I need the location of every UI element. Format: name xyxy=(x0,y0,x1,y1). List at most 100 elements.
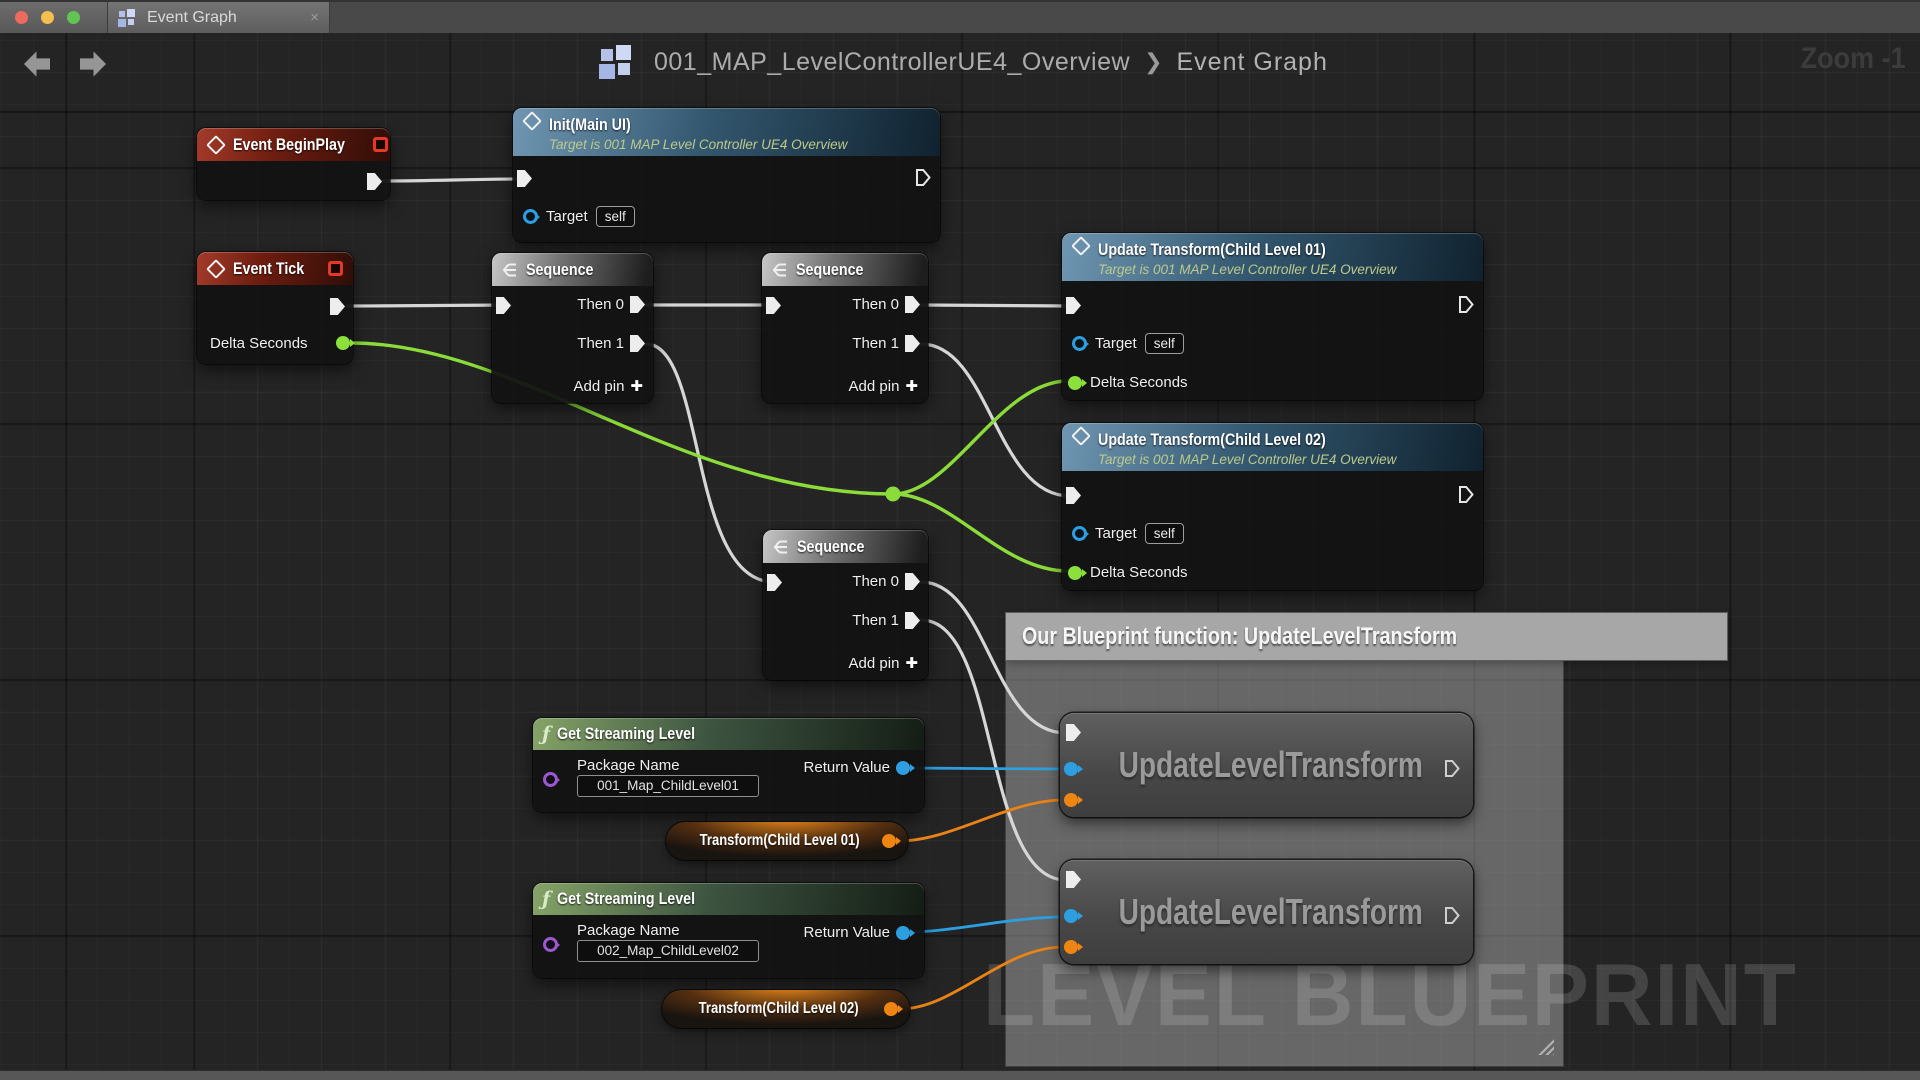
pin-label-return-value: Return Value xyxy=(803,759,890,776)
package-name-field[interactable]: 002_Map_ChildLevel02 xyxy=(577,940,759,962)
node-event-tick[interactable]: Event Tick Delta Seconds xyxy=(197,252,355,364)
transform-in-pin[interactable] xyxy=(1064,940,1083,954)
package-name-field[interactable]: 001_Map_ChildLevel01 xyxy=(577,775,759,797)
exec-in-pin[interactable] xyxy=(517,170,532,187)
node-sequence-1[interactable]: Sequence Then 0 Then 1 Add pin✚ xyxy=(492,253,653,403)
tab-event-graph[interactable]: Event Graph × xyxy=(107,2,330,33)
return-value-out-pin[interactable] xyxy=(896,925,915,940)
close-window-button[interactable] xyxy=(15,11,28,24)
target-default-value[interactable]: self xyxy=(595,206,635,227)
traffic-lights xyxy=(0,2,122,33)
tab-close-icon[interactable]: × xyxy=(310,9,319,26)
wire-exec-seq2-ut01[interactable] xyxy=(919,303,1072,308)
add-pin-button[interactable]: Add pin✚ xyxy=(848,654,918,673)
exec-out-pin[interactable] xyxy=(1444,906,1461,925)
target-default-value[interactable]: self xyxy=(1144,523,1184,544)
package-name-in-pin[interactable] xyxy=(543,937,560,952)
transform-in-pin[interactable] xyxy=(1064,793,1083,807)
streaming-level-in-pin[interactable] xyxy=(1064,909,1083,923)
node-update-level-transform-1[interactable]: UpdateLevelTransform xyxy=(1060,713,1473,817)
pin-label-then1: Then 1 xyxy=(852,612,899,629)
breadcrumb-blueprint-name[interactable]: 001_MAP_LevelControllerUE4_Overview xyxy=(654,47,1131,76)
pin-label-delta-seconds: Delta Seconds xyxy=(210,335,308,352)
node-title: Init(Main UI) xyxy=(549,115,631,134)
exec-out-pin[interactable] xyxy=(330,298,345,315)
then0-out-pin[interactable] xyxy=(905,296,920,313)
target-in-pin[interactable] xyxy=(1072,336,1089,351)
event-badge-icon xyxy=(328,261,343,276)
delta-seconds-in-pin[interactable] xyxy=(1068,375,1087,390)
node-update-transform-01[interactable]: Update Transform(Child Level 01) Target … xyxy=(1062,233,1483,400)
then0-out-pin[interactable] xyxy=(630,296,645,313)
then1-out-pin[interactable] xyxy=(905,335,920,352)
transform-out-pin[interactable] xyxy=(882,834,901,848)
exec-in-pin[interactable] xyxy=(766,297,781,314)
function-icon: ƒ xyxy=(542,722,551,745)
exec-in-pin[interactable] xyxy=(496,297,511,314)
comment-title: Our Blueprint function: UpdateLevelTrans… xyxy=(1022,622,1458,650)
node-subtitle: Target is 001 MAP Level Controller UE4 O… xyxy=(549,137,848,153)
chevron-right-icon: ❯ xyxy=(1144,49,1163,74)
target-default-value[interactable]: self xyxy=(1144,333,1184,354)
add-pin-label: Add pin xyxy=(848,654,900,672)
then1-out-pin[interactable] xyxy=(630,335,645,352)
exec-out-pin[interactable] xyxy=(1444,759,1461,778)
node-get-streaming-level-02[interactable]: ƒ Get Streaming Level Package Name 002_M… xyxy=(533,883,924,978)
pin-label-then0: Then 0 xyxy=(852,296,899,313)
sequence-icon xyxy=(771,262,789,278)
exec-out-pin[interactable] xyxy=(1458,295,1475,314)
return-value-out-pin[interactable] xyxy=(896,760,915,775)
target-in-pin[interactable] xyxy=(1072,526,1089,541)
pin-label-target: Target xyxy=(1095,525,1137,542)
exec-out-pin[interactable] xyxy=(915,168,932,187)
wire-exec-beginplay-init[interactable] xyxy=(381,177,526,183)
node-init-main-ui[interactable]: Init(Main UI) Target is 001 MAP Level Co… xyxy=(513,108,940,242)
node-title: Get Streaming Level xyxy=(557,889,696,908)
node-event-beginplay[interactable]: Event BeginPlay xyxy=(197,128,390,200)
package-name-in-pin[interactable] xyxy=(543,772,560,787)
add-pin-button[interactable]: Add pin✚ xyxy=(574,377,643,396)
comment-title-bar[interactable]: Our Blueprint function: UpdateLevelTrans… xyxy=(1006,613,1727,660)
pin-label-then1: Then 1 xyxy=(852,335,899,352)
node-sequence-2[interactable]: Sequence Then 0 Then 1 Add pin✚ xyxy=(762,253,928,403)
node-header: ƒ Get Streaming Level xyxy=(533,718,924,750)
breadcrumb-graph-name[interactable]: Event Graph xyxy=(1176,47,1328,76)
node-update-transform-02[interactable]: Update Transform(Child Level 02) Target … xyxy=(1062,423,1483,590)
pin-label-then1: Then 1 xyxy=(577,335,624,352)
wire-exec-tick-seq1[interactable] xyxy=(345,303,512,308)
then0-out-pin[interactable] xyxy=(905,573,920,590)
exec-out-pin[interactable] xyxy=(1458,485,1475,504)
node-transform-childlevel01[interactable]: Transform(Child Level 01) xyxy=(666,822,908,860)
tab-title: Event Graph xyxy=(147,8,237,26)
target-in-pin[interactable] xyxy=(523,209,540,224)
streaming-level-in-pin[interactable] xyxy=(1064,762,1083,776)
node-sequence-3[interactable]: Sequence Then 0 Then 1 Add pin✚ xyxy=(763,530,928,680)
function-call-icon xyxy=(1071,236,1091,256)
node-update-level-transform-2[interactable]: UpdateLevelTransform xyxy=(1060,860,1473,964)
then1-out-pin[interactable] xyxy=(905,612,920,629)
forward-arrow-button[interactable] xyxy=(80,51,106,77)
back-arrow-button[interactable] xyxy=(24,51,50,77)
event-icon xyxy=(206,258,226,279)
node-get-streaming-level-01[interactable]: ƒ Get Streaming Level Package Name 001_M… xyxy=(533,718,924,812)
minimize-window-button[interactable] xyxy=(41,11,54,24)
maximize-window-button[interactable] xyxy=(67,11,80,24)
wire-exec-seq1-seq3[interactable] xyxy=(644,342,776,584)
node-transform-childlevel02[interactable]: Transform(Child Level 02) xyxy=(662,990,910,1028)
wire-exec-seq2-ut02[interactable] xyxy=(919,342,1072,498)
node-title: Update Transform(Child Level 01) xyxy=(1098,240,1326,259)
exec-in-pin[interactable] xyxy=(1066,487,1081,504)
pin-label-return-value: Return Value xyxy=(803,924,890,941)
add-pin-button[interactable]: Add pin✚ xyxy=(849,377,918,396)
transform-out-pin[interactable] xyxy=(884,1002,903,1016)
delta-seconds-in-pin[interactable] xyxy=(1068,565,1087,580)
exec-out-pin[interactable] xyxy=(367,173,382,190)
reroute-node[interactable] xyxy=(885,486,901,502)
breadcrumb: 001_MAP_LevelControllerUE4_Overview ❯ Ev… xyxy=(598,40,1328,84)
exec-in-pin[interactable] xyxy=(1066,724,1081,741)
exec-in-pin[interactable] xyxy=(1066,297,1081,314)
delta-seconds-out-pin[interactable] xyxy=(336,336,355,350)
exec-in-pin[interactable] xyxy=(767,574,782,591)
exec-in-pin[interactable] xyxy=(1066,871,1081,888)
